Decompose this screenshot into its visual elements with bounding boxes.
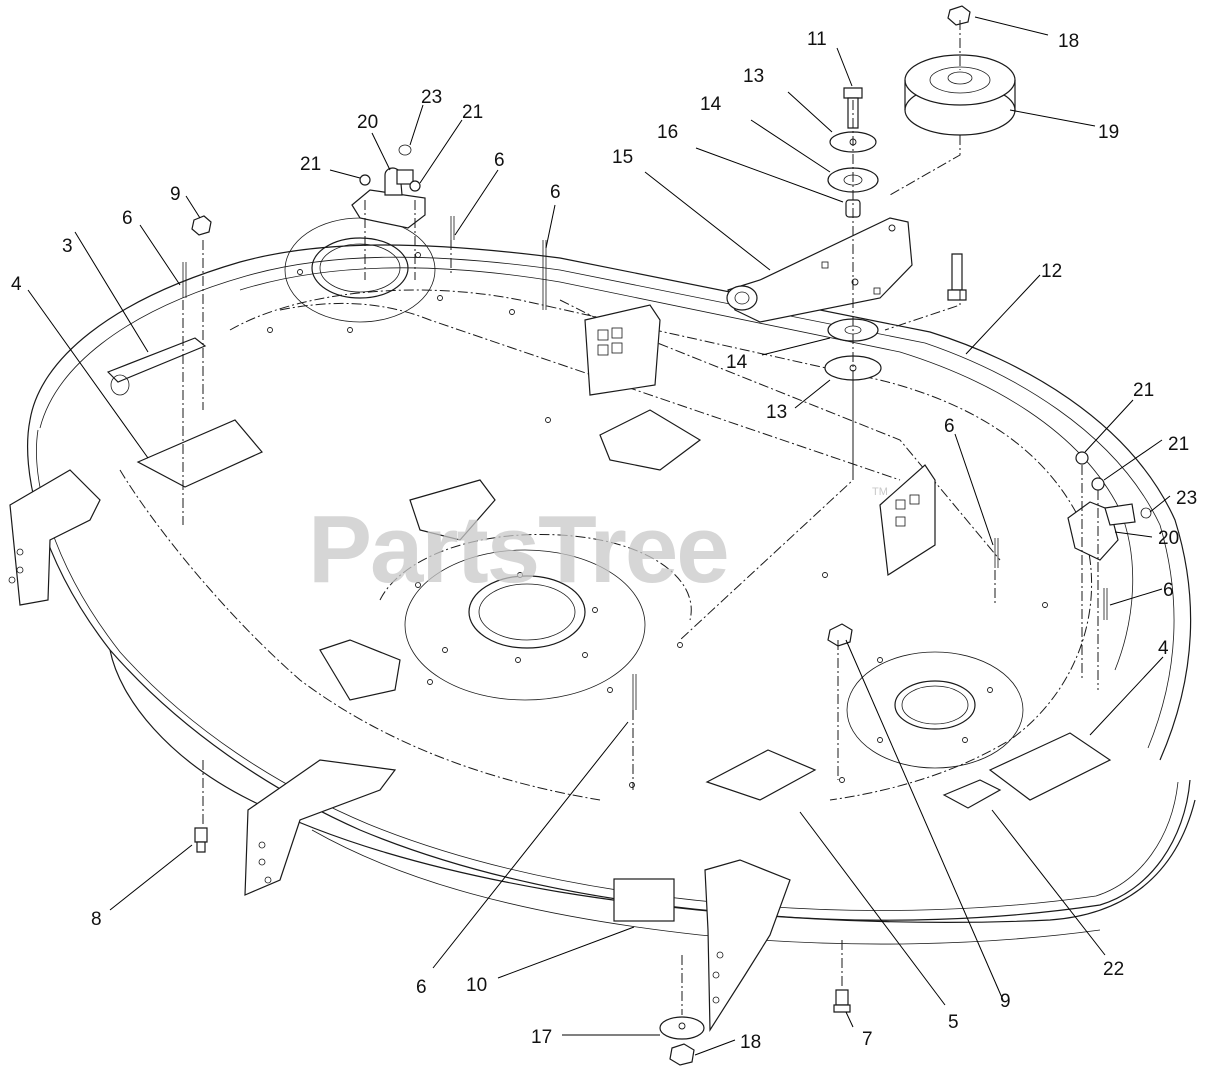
callout-9-top: 9 [170, 184, 181, 205]
callout-18-top: 18 [1058, 31, 1079, 52]
spindle-opening-center [404, 549, 646, 701]
callout-23-left: 23 [421, 87, 442, 108]
callout-13-top: 13 [743, 66, 764, 87]
callout-10: 10 [466, 975, 487, 996]
decal-right-4 [988, 732, 1112, 801]
callout-16: 16 [657, 122, 678, 143]
callout-13-bottom: 13 [766, 402, 787, 423]
rear-baffle-bracket-right [879, 464, 936, 577]
callout-6-right: 6 [1163, 580, 1174, 601]
callout-3: 3 [62, 236, 73, 257]
callout-leader-lines [27, 16, 1171, 1056]
callout-8: 8 [91, 909, 102, 930]
callout-23-right: 23 [1176, 488, 1197, 509]
callout-19: 19 [1098, 122, 1119, 143]
deck-mounting-holes [267, 252, 1048, 788]
callout-labels: 18 11 13 19 14 16 15 23 20 21 21 6 9 6 6… [11, 29, 1197, 1053]
callout-20-right: 20 [1158, 528, 1179, 549]
callout-6-bottom: 6 [416, 977, 427, 998]
callout-11: 11 [807, 29, 827, 50]
callout-4-left: 4 [11, 274, 22, 295]
front-left-hinge-bracket [8, 469, 101, 606]
spindle-opening-left [284, 217, 436, 323]
callout-21-right-a: 21 [1133, 380, 1154, 401]
callout-20-left: 20 [357, 112, 378, 133]
decal-right-22 [942, 779, 1002, 809]
decal-front-10 [613, 878, 675, 922]
idler-arm-15 [726, 217, 913, 323]
callout-5: 5 [948, 1012, 959, 1033]
grease-fitting-left [351, 144, 426, 229]
callout-17: 17 [531, 1027, 552, 1048]
mower-deck-shell [27, 244, 1196, 945]
front-hinge-bracket-lower-right [704, 859, 791, 1032]
callout-14-top: 14 [700, 94, 722, 115]
callout-6-left: 6 [122, 208, 133, 229]
callout-21-right-b: 21 [1168, 434, 1189, 455]
assembly-center-lines [182, 20, 1099, 1015]
spindle-opening-right [846, 651, 1024, 769]
grease-fitting-right [1067, 451, 1152, 561]
callout-15: 15 [612, 147, 633, 168]
callout-6-center-top: 6 [550, 182, 561, 203]
callout-6-grease: 6 [494, 150, 505, 171]
callout-6-right-top: 6 [944, 416, 955, 437]
svg-text:PartsTree: PartsTree [308, 496, 728, 603]
left-deck-rod-3 [106, 337, 207, 396]
callout-22: 22 [1103, 959, 1124, 980]
idler-pulley-19 [904, 54, 1016, 136]
callout-12: 12 [1041, 261, 1062, 282]
rear-baffle-bracket-left [584, 304, 661, 396]
callout-4-right: 4 [1158, 638, 1169, 659]
callout-14-bottom: 14 [726, 352, 748, 373]
svg-text:TM: TM [872, 486, 888, 498]
callout-21-left-b: 21 [462, 102, 483, 123]
center-plate-bracket [319, 409, 702, 701]
callout-18-bottom: 18 [740, 1032, 761, 1053]
partstree-watermark: PartsTree TM [308, 486, 888, 603]
callout-9-bottom: 9 [1000, 991, 1011, 1012]
callout-7: 7 [862, 1029, 873, 1050]
decal-left-top [136, 419, 263, 488]
deck-pins [182, 216, 1108, 710]
callout-21-left-a: 21 [300, 154, 321, 175]
front-hinge-bracket-lower-left [244, 759, 397, 896]
decal-center-5 [705, 749, 817, 801]
